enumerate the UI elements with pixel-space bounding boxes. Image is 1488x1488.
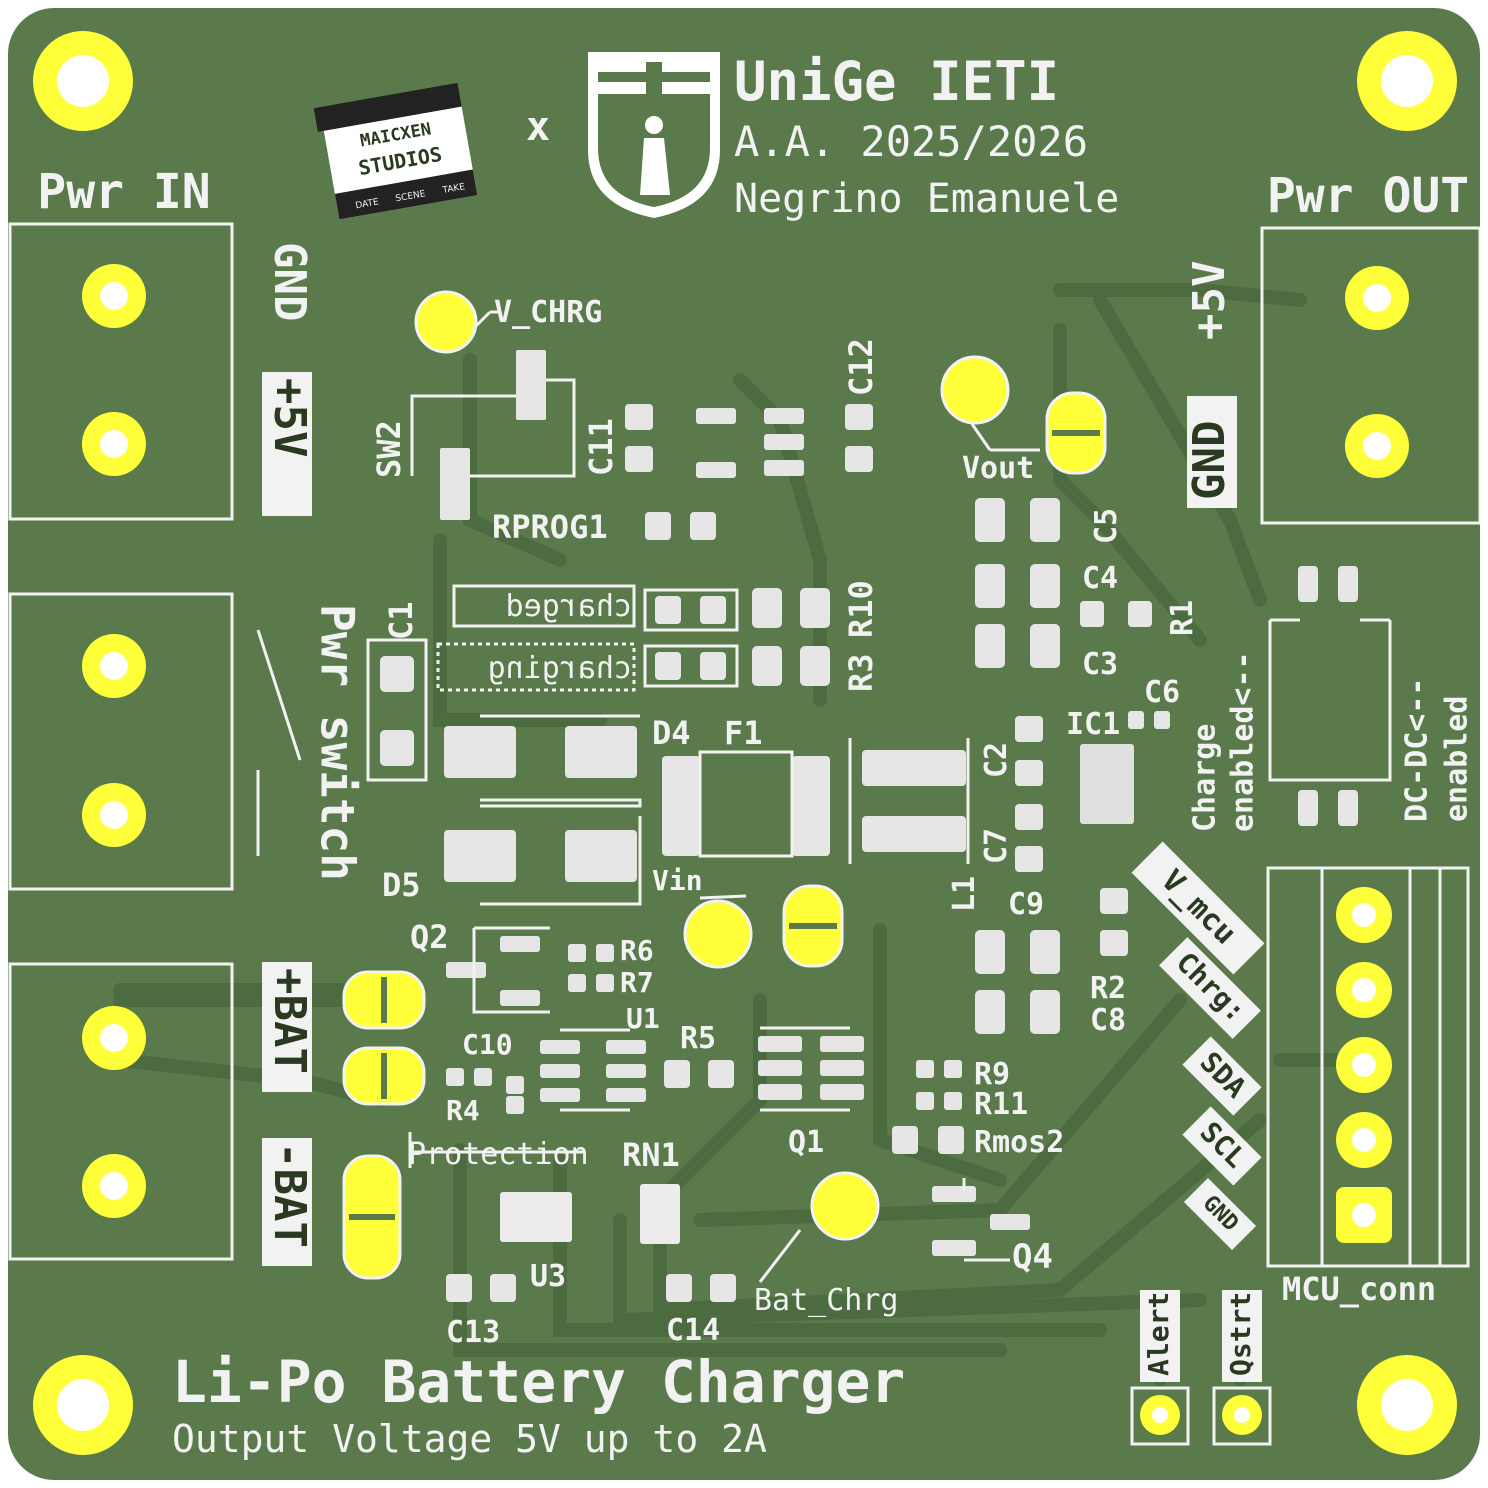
refdes-r2: R2 xyxy=(1090,971,1126,1006)
studio-logo-cell-1: DATE xyxy=(355,197,380,211)
refdes-r4: R4 xyxy=(446,1094,480,1127)
refdes-r10: R10 xyxy=(842,580,880,638)
refdes-u1: U1 xyxy=(626,1002,660,1035)
refdes-rprog1: RPROG1 xyxy=(492,508,608,546)
solder-jumpers xyxy=(342,391,1107,1280)
refdes-c5: C5 xyxy=(1089,508,1124,544)
pcb-drawing: MAICXEN STUDIOS DATE SCENE TAKE x UniGe … xyxy=(8,31,1480,1461)
refdes-r3: R3 xyxy=(842,653,880,692)
refdes-c14: C14 xyxy=(666,1313,720,1348)
refdes-group: SW2 C11 C12 RPROG1 R10 R3 C1 D4 F1 D5 Q2… xyxy=(370,338,1200,1350)
studio-logo-cell-3: TAKE xyxy=(441,182,466,196)
protection-label: Protection xyxy=(408,1137,589,1172)
refdes-c8: C8 xyxy=(1090,1003,1126,1038)
mcu-pin-label-v-mcu: V_mcu xyxy=(1131,841,1265,975)
refdes-c4: C4 xyxy=(1082,561,1118,596)
tp-alert-label: Alert xyxy=(1140,1290,1180,1382)
dcdc-enabled-label-2: enabled xyxy=(1440,696,1475,822)
tp-vout-label: Vout xyxy=(962,451,1034,486)
pwr-in-5v-label: +5V xyxy=(262,372,315,516)
refdes-rn1: RN1 xyxy=(622,1136,680,1174)
svg-text:-BAT: -BAT xyxy=(264,1142,315,1248)
refdes-f1: F1 xyxy=(724,714,763,752)
svg-text:Alert: Alert xyxy=(1142,1292,1175,1376)
pwr-in-gnd-label: GND xyxy=(264,242,315,321)
bat-plus-label: +BAT xyxy=(262,962,315,1092)
pcb-board: MAICXEN STUDIOS DATE SCENE TAKE x UniGe … xyxy=(8,8,1480,1480)
svg-text:GND: GND xyxy=(1184,421,1235,500)
unige-shield-logo xyxy=(588,52,720,218)
pwr-out-gnd-label: GND xyxy=(1184,396,1237,508)
refdes-c2: C2 xyxy=(979,742,1014,778)
header-year: A.A. 2025/2026 xyxy=(734,117,1088,166)
svg-text:Pwr switch: Pwr switch xyxy=(311,604,365,881)
mounting-holes xyxy=(33,31,1457,1455)
charge-enabled-label-2: enabled<-- xyxy=(1226,651,1261,832)
refdes-c11: C11 xyxy=(582,418,620,476)
tp-vin-label: Vin xyxy=(652,864,703,897)
pwr-in-title: Pwr IN xyxy=(37,164,210,220)
refdes-q2: Q2 xyxy=(410,918,449,956)
refdes-l1: L1 xyxy=(947,876,982,912)
refdes-c9: C9 xyxy=(1008,887,1044,922)
refdes-d4: D4 xyxy=(652,714,691,752)
svg-text:Qstrt: Qstrt xyxy=(1224,1292,1257,1376)
header-title: UniGe IETI xyxy=(734,50,1059,113)
mcu-pin-label-gnd: GND xyxy=(1183,1177,1257,1251)
cross-mark: x xyxy=(526,104,550,150)
mcu-pin-label-sda: SDA xyxy=(1182,1036,1262,1116)
bat-minus-label: -BAT xyxy=(262,1138,315,1266)
refdes-r5: R5 xyxy=(680,1021,716,1056)
refdes-c10: C10 xyxy=(462,1028,513,1061)
mcu-conn-label: MCU_conn xyxy=(1282,1270,1436,1308)
refdes-r6: R6 xyxy=(620,934,654,967)
refdes-r7: R7 xyxy=(620,966,654,999)
refdes-c13: C13 xyxy=(446,1315,500,1350)
refdes-u3: U3 xyxy=(530,1259,566,1294)
maicxen-logo: MAICXEN STUDIOS DATE SCENE TAKE xyxy=(313,82,478,220)
tp-v-chrg-label: V_CHRG xyxy=(494,295,602,330)
refdes-rmos2: Rmos2 xyxy=(974,1125,1064,1160)
svg-text:charged: charged xyxy=(506,589,632,624)
refdes-c1: C1 xyxy=(382,601,420,640)
svg-text:enabled: enabled xyxy=(1440,696,1475,822)
smd-pads xyxy=(380,350,1358,1302)
led-charged-label: charged xyxy=(506,589,632,624)
connector-outlines xyxy=(8,222,1480,1268)
svg-text:enabled<--: enabled<-- xyxy=(1226,651,1261,832)
pwr-out-5v-label: +5V xyxy=(1184,261,1235,340)
svg-text:charging: charging xyxy=(488,651,633,686)
led-charging-label: charging xyxy=(488,651,633,686)
header-author: Negrino Emanuele xyxy=(734,176,1119,222)
silk-outlines xyxy=(256,310,1392,1283)
charge-enabled-label-1: Charge xyxy=(1188,724,1223,832)
refdes-q1: Q1 xyxy=(788,1125,824,1160)
dcdc-enabled-label-1: DC-DC<-- xyxy=(1400,678,1435,823)
svg-text:Charge: Charge xyxy=(1188,724,1223,832)
tp-bat-chrg-label: Bat_Chrg xyxy=(754,1283,899,1318)
pwr-switch-label: Pwr switch xyxy=(311,604,365,881)
refdes-r9: R9 xyxy=(974,1057,1010,1092)
refdes-r11: R11 xyxy=(974,1087,1028,1122)
refdes-c3: C3 xyxy=(1082,647,1118,682)
refdes-r1: R1 xyxy=(1165,600,1200,636)
tp-qstrt-label: Qstrt xyxy=(1222,1290,1262,1382)
svg-text:+BAT: +BAT xyxy=(264,968,315,1074)
refdes-ic1: IC1 xyxy=(1066,707,1120,742)
svg-text:+5V: +5V xyxy=(264,378,315,457)
refdes-c12: C12 xyxy=(842,338,880,396)
svg-text:DC-DC<--: DC-DC<-- xyxy=(1400,678,1435,823)
pwr-out-title: Pwr OUT xyxy=(1267,168,1469,224)
refdes-c6: C6 xyxy=(1144,675,1180,710)
refdes-q4: Q4 xyxy=(1012,1237,1053,1277)
test-point-pads xyxy=(414,290,1010,1241)
th-pads xyxy=(82,264,1409,1446)
refdes-sw2: SW2 xyxy=(370,420,408,478)
svg-text:GND: GND xyxy=(264,242,315,321)
footer-title: Li-Po Battery Charger xyxy=(172,1348,905,1416)
footer-subtitle: Output Voltage 5V up to 2A xyxy=(172,1417,767,1461)
refdes-c7: C7 xyxy=(979,828,1014,864)
refdes-d5: D5 xyxy=(382,866,421,904)
svg-text:+5V: +5V xyxy=(1184,261,1235,340)
